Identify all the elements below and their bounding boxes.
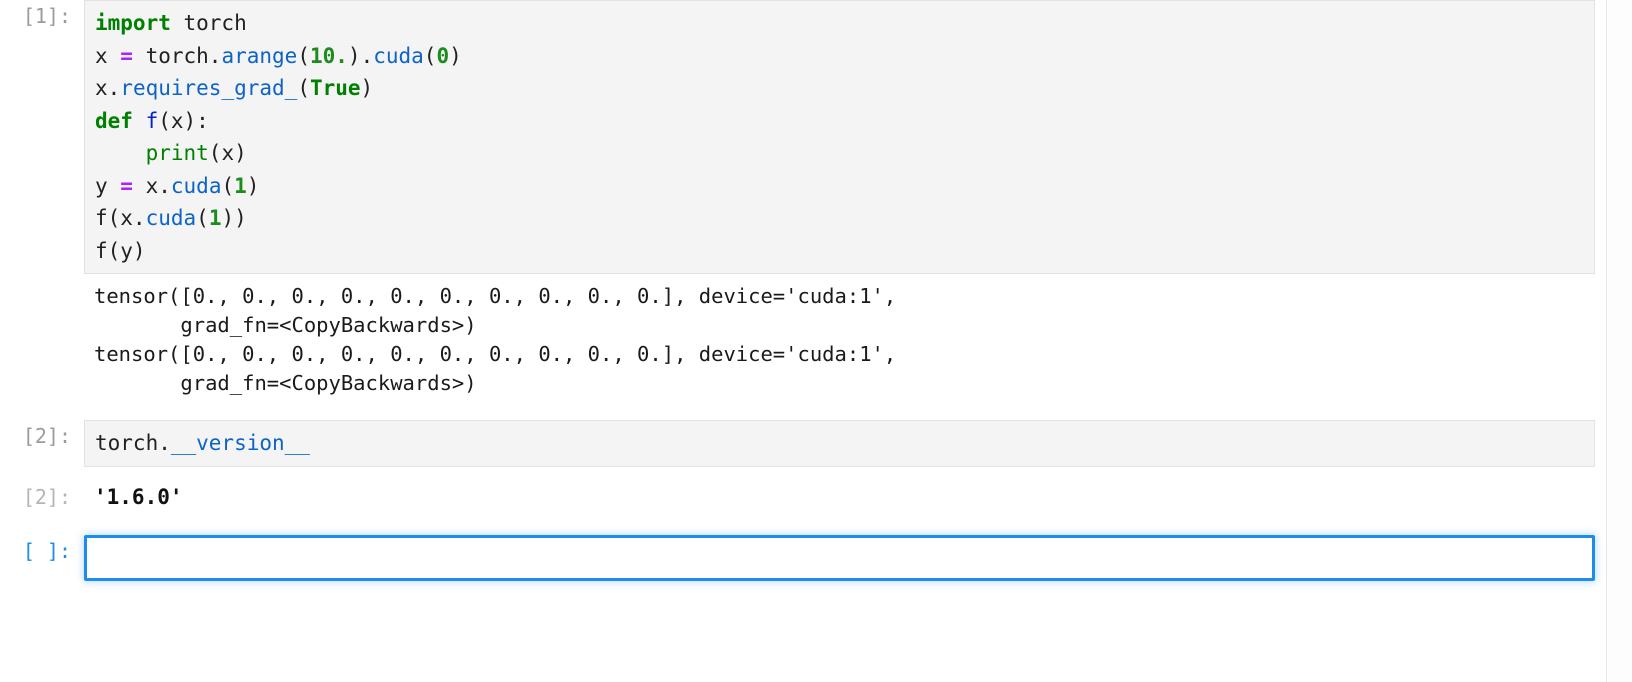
code-cell-3[interactable]: [ ]:: [0, 534, 1606, 581]
code-token: (: [221, 173, 235, 198]
code-cell-1[interactable]: [1]: import torch x = torch.arange(10.).…: [0, 0, 1606, 274]
input-prompt-cell-1: [1]:: [22, 4, 71, 28]
code-token: def: [95, 108, 133, 133]
code-token: print: [145, 141, 209, 165]
code-token: f(x.: [95, 206, 146, 230]
code-token: ): [360, 76, 374, 100]
code-token: 10.: [309, 43, 348, 68]
code-token: (: [423, 43, 437, 68]
code-editor-cell-3[interactable]: [84, 534, 1595, 581]
code-source-cell-3[interactable]: [97, 542, 1584, 575]
execute-result-text: '1.6.0': [94, 484, 183, 509]
code-token: [133, 109, 146, 133]
code-token: True: [309, 76, 361, 100]
input-prompt-cell-3: [ ]:: [22, 538, 71, 563]
code-token: =: [120, 43, 133, 68]
code-token: ): [449, 43, 462, 68]
scroll-gutter: [1607, 0, 1632, 682]
output-body-cell-2: '1.6.0': [84, 481, 1606, 513]
code-token: torch.: [95, 431, 171, 455]
code-token: arange: [221, 43, 298, 68]
output-body-cell-1: tensor([0., 0., 0., 0., 0., 0., 0., 0., …: [84, 282, 1606, 398]
cell-spacer: [0, 513, 1606, 535]
output-cell-2-result: [2]: '1.6.0': [0, 481, 1606, 513]
code-token: 1: [208, 206, 222, 230]
notebook-cell-list: [1]: import torch x = torch.arange(10.).…: [0, 0, 1606, 581]
input-prompt-cell-2: [2]:: [22, 424, 71, 448]
code-token: (: [297, 43, 310, 68]
code-token: x.: [95, 76, 121, 100]
code-token: cuda: [145, 206, 197, 230]
code-token: torch: [170, 11, 247, 35]
output-cell-1-stdout: tensor([0., 0., 0., 0., 0., 0., 0., 0., …: [0, 282, 1606, 398]
code-editor-cell-2[interactable]: torch.__version__: [84, 420, 1595, 467]
code-token: 1: [234, 173, 247, 198]
code-token: (: [196, 206, 209, 230]
code-token: x.: [132, 173, 171, 198]
code-token: [95, 141, 146, 165]
code-source-cell-2[interactable]: torch.__version__: [95, 427, 1586, 460]
code-token: (x): [208, 141, 247, 165]
output-prompt-cell-2: [2]:: [22, 484, 71, 509]
cell-spacer: [0, 274, 1606, 282]
page-right-edge: [1606, 0, 1607, 682]
code-token: y: [95, 173, 121, 198]
code-cell-2[interactable]: [2]: torch.__version__: [0, 420, 1606, 467]
code-token: f: [145, 108, 159, 133]
code-token: ).: [347, 43, 374, 68]
code-token: ): [246, 173, 260, 198]
code-token: __version__: [170, 431, 310, 455]
code-token: )): [221, 206, 247, 230]
code-token: 0: [436, 43, 450, 68]
code-token: (x):: [158, 108, 209, 133]
code-source-cell-1[interactable]: import torch x = torch.arange(10.).cuda(…: [95, 7, 1586, 267]
code-token: =: [120, 173, 133, 198]
code-token: cuda: [170, 173, 222, 198]
code-token: import: [95, 11, 171, 35]
cell-spacer: [0, 398, 1606, 420]
code-token: requires_grad_: [120, 76, 298, 100]
code-token: torch.: [132, 43, 222, 68]
code-token: cuda: [373, 43, 424, 68]
cell-spacer: [0, 467, 1606, 481]
code-editor-cell-1[interactable]: import torch x = torch.arange(10.).cuda(…: [84, 0, 1595, 274]
code-token: f(y): [95, 238, 146, 263]
code-token: x: [95, 43, 121, 68]
stdout-text: tensor([0., 0., 0., 0., 0., 0., 0., 0., …: [94, 284, 897, 395]
code-token: (: [297, 76, 310, 100]
